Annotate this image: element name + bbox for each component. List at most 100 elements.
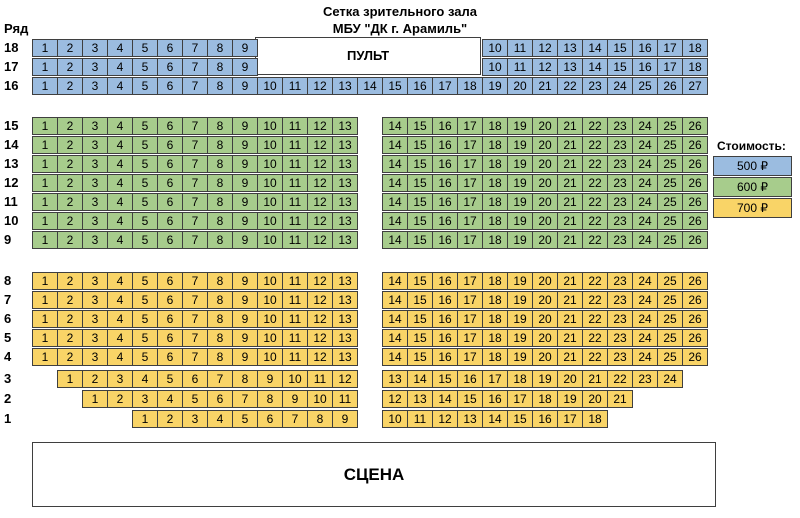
seat-row4-12[interactable]: 12	[307, 348, 333, 366]
seat-row18-2[interactable]: 2	[57, 39, 83, 57]
seat-row2-18[interactable]: 18	[532, 390, 558, 408]
seat-row7-21[interactable]: 21	[557, 291, 583, 309]
seat-row18-1[interactable]: 1	[32, 39, 58, 57]
seat-row9-18[interactable]: 18	[482, 231, 508, 249]
seat-row5-19[interactable]: 19	[507, 329, 533, 347]
seat-row7-5[interactable]: 5	[132, 291, 158, 309]
seat-row14-22[interactable]: 22	[582, 136, 608, 154]
seat-row5-4[interactable]: 4	[107, 329, 133, 347]
seat-row11-8[interactable]: 8	[207, 193, 233, 211]
seat-row13-24[interactable]: 24	[632, 155, 658, 173]
seat-row10-12[interactable]: 12	[307, 212, 333, 230]
seat-row3-19[interactable]: 19	[532, 370, 558, 388]
seat-row14-25[interactable]: 25	[657, 136, 683, 154]
seat-row12-26[interactable]: 26	[682, 174, 708, 192]
seat-row13-2[interactable]: 2	[57, 155, 83, 173]
seat-row17-13[interactable]: 13	[557, 58, 583, 76]
seat-row9-13[interactable]: 13	[332, 231, 358, 249]
seat-row8-12[interactable]: 12	[307, 272, 333, 290]
seat-row7-25[interactable]: 25	[657, 291, 683, 309]
seat-row9-4[interactable]: 4	[107, 231, 133, 249]
seat-row15-9[interactable]: 9	[232, 117, 258, 135]
seat-row12-15[interactable]: 15	[407, 174, 433, 192]
seat-row12-4[interactable]: 4	[107, 174, 133, 192]
seat-row15-1[interactable]: 1	[32, 117, 58, 135]
seat-row2-15[interactable]: 15	[457, 390, 483, 408]
seat-row12-21[interactable]: 21	[557, 174, 583, 192]
seat-row8-10[interactable]: 10	[257, 272, 283, 290]
seat-row17-15[interactable]: 15	[607, 58, 633, 76]
seat-row15-25[interactable]: 25	[657, 117, 683, 135]
seat-row5-7[interactable]: 7	[182, 329, 208, 347]
seat-row10-5[interactable]: 5	[132, 212, 158, 230]
seat-row5-9[interactable]: 9	[232, 329, 258, 347]
seat-row17-18[interactable]: 18	[682, 58, 708, 76]
seat-row4-21[interactable]: 21	[557, 348, 583, 366]
seat-row6-21[interactable]: 21	[557, 310, 583, 328]
seat-row13-13[interactable]: 13	[332, 155, 358, 173]
seat-row8-2[interactable]: 2	[57, 272, 83, 290]
seat-row2-14[interactable]: 14	[432, 390, 458, 408]
seat-row6-7[interactable]: 7	[182, 310, 208, 328]
seat-row4-17[interactable]: 17	[457, 348, 483, 366]
seat-row5-21[interactable]: 21	[557, 329, 583, 347]
seat-row4-7[interactable]: 7	[182, 348, 208, 366]
seat-row16-6[interactable]: 6	[157, 77, 183, 95]
seat-row15-20[interactable]: 20	[532, 117, 558, 135]
seat-row7-6[interactable]: 6	[157, 291, 183, 309]
seat-row14-7[interactable]: 7	[182, 136, 208, 154]
seat-row10-4[interactable]: 4	[107, 212, 133, 230]
seat-row10-20[interactable]: 20	[532, 212, 558, 230]
seat-row8-25[interactable]: 25	[657, 272, 683, 290]
seat-row14-14[interactable]: 14	[382, 136, 408, 154]
seat-row3-11[interactable]: 11	[307, 370, 333, 388]
seat-row7-20[interactable]: 20	[532, 291, 558, 309]
seat-row4-2[interactable]: 2	[57, 348, 83, 366]
seat-row3-16[interactable]: 16	[457, 370, 483, 388]
seat-row15-8[interactable]: 8	[207, 117, 233, 135]
seat-row5-22[interactable]: 22	[582, 329, 608, 347]
seat-row3-2[interactable]: 2	[82, 370, 108, 388]
seat-row7-7[interactable]: 7	[182, 291, 208, 309]
seat-row14-18[interactable]: 18	[482, 136, 508, 154]
seat-row11-17[interactable]: 17	[457, 193, 483, 211]
seat-row13-18[interactable]: 18	[482, 155, 508, 173]
seat-row18-14[interactable]: 14	[582, 39, 608, 57]
seat-row9-15[interactable]: 15	[407, 231, 433, 249]
seat-row7-14[interactable]: 14	[382, 291, 408, 309]
seat-row3-18[interactable]: 18	[507, 370, 533, 388]
seat-row5-23[interactable]: 23	[607, 329, 633, 347]
seat-row8-5[interactable]: 5	[132, 272, 158, 290]
seat-row8-6[interactable]: 6	[157, 272, 183, 290]
seat-row4-23[interactable]: 23	[607, 348, 633, 366]
seat-row15-5[interactable]: 5	[132, 117, 158, 135]
seat-row16-16[interactable]: 16	[407, 77, 433, 95]
seat-row6-17[interactable]: 17	[457, 310, 483, 328]
seat-row12-22[interactable]: 22	[582, 174, 608, 192]
seat-row10-18[interactable]: 18	[482, 212, 508, 230]
seat-row8-18[interactable]: 18	[482, 272, 508, 290]
seat-row13-17[interactable]: 17	[457, 155, 483, 173]
seat-row3-4[interactable]: 4	[132, 370, 158, 388]
seat-row13-15[interactable]: 15	[407, 155, 433, 173]
seat-row6-2[interactable]: 2	[57, 310, 83, 328]
seat-row7-17[interactable]: 17	[457, 291, 483, 309]
seat-row9-12[interactable]: 12	[307, 231, 333, 249]
seat-row5-6[interactable]: 6	[157, 329, 183, 347]
seat-row8-26[interactable]: 26	[682, 272, 708, 290]
seat-row16-20[interactable]: 20	[507, 77, 533, 95]
seat-row15-12[interactable]: 12	[307, 117, 333, 135]
seat-row8-24[interactable]: 24	[632, 272, 658, 290]
seat-row9-10[interactable]: 10	[257, 231, 283, 249]
seat-row13-9[interactable]: 9	[232, 155, 258, 173]
seat-row15-15[interactable]: 15	[407, 117, 433, 135]
seat-row11-9[interactable]: 9	[232, 193, 258, 211]
seat-row5-13[interactable]: 13	[332, 329, 358, 347]
seat-row1-14[interactable]: 14	[482, 410, 508, 428]
seat-row9-9[interactable]: 9	[232, 231, 258, 249]
seat-row16-9[interactable]: 9	[232, 77, 258, 95]
seat-row8-7[interactable]: 7	[182, 272, 208, 290]
seat-row15-11[interactable]: 11	[282, 117, 308, 135]
seat-row3-24[interactable]: 24	[657, 370, 683, 388]
seat-row12-25[interactable]: 25	[657, 174, 683, 192]
